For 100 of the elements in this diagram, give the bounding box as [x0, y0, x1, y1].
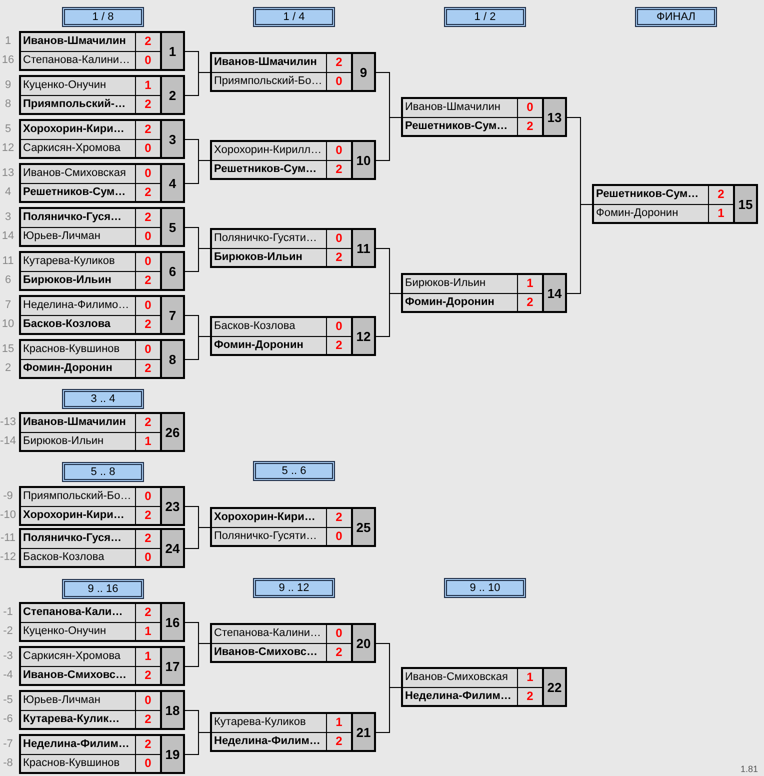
player-name: Басков-Козлова	[21, 316, 135, 333]
bracket-line	[184, 527, 210, 549]
round-header: 5 .. 6	[253, 461, 335, 481]
match-card	[19, 295, 185, 335]
match-card	[19, 31, 185, 71]
score: 0	[136, 488, 160, 506]
seed-number: 16	[0, 53, 16, 68]
score: 2	[709, 186, 733, 204]
player-name: Решетников-Сум…	[212, 160, 326, 178]
score: 2	[136, 121, 160, 138]
match-card	[19, 339, 185, 379]
score: 0	[136, 228, 160, 245]
match-number: 2	[162, 77, 183, 113]
seed-number: 10	[0, 317, 16, 332]
bracket-line	[184, 336, 210, 360]
seed-number: 4	[4, 185, 12, 200]
match-number: 23	[162, 488, 183, 524]
version-number: 1.81	[740, 764, 758, 774]
player-name: Саркисян-Хромова	[21, 648, 135, 666]
score: 0	[136, 692, 160, 710]
score: 0	[136, 253, 160, 270]
player-name: Поляничко-Гусяти…	[212, 528, 326, 545]
match-card	[19, 646, 185, 686]
player-name: Иванов-Смиховская	[403, 669, 517, 686]
seed-number: 8	[4, 97, 12, 112]
player-name: Степанова-Калини…	[21, 52, 135, 69]
player-name: Неделина-Филимо…	[21, 297, 135, 314]
player-name: Кутарева-Куликов	[212, 714, 326, 732]
score: 0	[327, 142, 351, 160]
match-number: 26	[162, 414, 183, 450]
score: 0	[136, 754, 160, 772]
score: 2	[136, 316, 160, 333]
bracket-line	[184, 643, 210, 667]
match-card	[19, 602, 185, 642]
match-number: 5	[162, 209, 183, 245]
match-card	[210, 623, 376, 663]
score: 2	[327, 248, 351, 266]
match-card	[210, 507, 376, 547]
bracket-line	[566, 204, 592, 294]
player-name: Хорохорин-Кири…	[212, 509, 326, 526]
seed-number: 11	[1, 254, 15, 269]
score: 1	[136, 432, 160, 450]
player-name: Фомин-Доронин	[594, 204, 708, 222]
match-number: 16	[162, 604, 183, 640]
match-number: 13	[544, 99, 565, 135]
seed-number: 9	[4, 78, 12, 93]
score: 2	[136, 604, 160, 622]
seed-number: -11	[0, 531, 16, 546]
player-name: Краснов-Кувшинов	[21, 754, 135, 772]
score: 2	[518, 118, 542, 135]
score: 2	[136, 184, 160, 201]
seed-number: -6	[2, 712, 14, 727]
match-card	[19, 75, 185, 115]
player-name: Хорохорин-Кири…	[21, 506, 135, 524]
score: 2	[327, 54, 351, 72]
score: 0	[518, 99, 542, 116]
match-card	[19, 734, 185, 774]
player-name: Поляничко-Гуся…	[21, 209, 135, 226]
player-name: Неделина-Филим…	[403, 688, 517, 705]
seed-number: 12	[0, 141, 16, 156]
player-name: Фомин-Доронин	[403, 294, 517, 311]
score: 0	[136, 165, 160, 182]
match-number: 8	[162, 341, 183, 377]
score: 2	[327, 160, 351, 178]
score: 2	[136, 414, 160, 432]
round-header: 9 .. 10	[444, 578, 526, 598]
score: 1	[518, 669, 542, 686]
player-name: Бирюков-Ильин	[212, 248, 326, 266]
match-number: 15	[735, 186, 756, 222]
match-card	[19, 119, 185, 159]
score: 0	[136, 297, 160, 314]
score: 0	[136, 548, 160, 566]
bracket-line	[184, 72, 210, 96]
seed-number: 2	[4, 361, 12, 376]
player-name: Решетников-Сум…	[403, 118, 517, 135]
match-number: 6	[162, 253, 183, 289]
player-name: Неделина-Филим…	[21, 736, 135, 754]
player-name: Иванов-Шмачилин	[403, 99, 517, 116]
score: 2	[136, 506, 160, 524]
match-number: 7	[162, 297, 183, 333]
score: 0	[327, 528, 351, 545]
round-header: 1 / 8	[62, 7, 144, 27]
match-number: 9	[353, 54, 374, 90]
player-name: Юрьев-Личман	[21, 228, 135, 245]
match-card	[210, 316, 376, 356]
round-header: 9 .. 12	[253, 578, 335, 598]
bracket-line	[184, 160, 210, 184]
player-name: Хорохорин-Кирилл…	[212, 142, 326, 160]
seed-number: -12	[0, 550, 16, 565]
score: 1	[136, 77, 160, 94]
match-number: 21	[353, 714, 374, 750]
match-number: 25	[353, 509, 374, 545]
player-name: Бирюков-Ильин	[403, 275, 517, 292]
bracket-line	[376, 293, 402, 337]
player-name: Иванов-Шмачилин	[212, 54, 326, 72]
player-name: Куценко-Онучин	[21, 77, 135, 94]
match-number: 3	[162, 121, 183, 157]
match-card	[210, 228, 376, 268]
bracket-line	[376, 687, 402, 733]
seed-number: -14	[0, 434, 16, 449]
